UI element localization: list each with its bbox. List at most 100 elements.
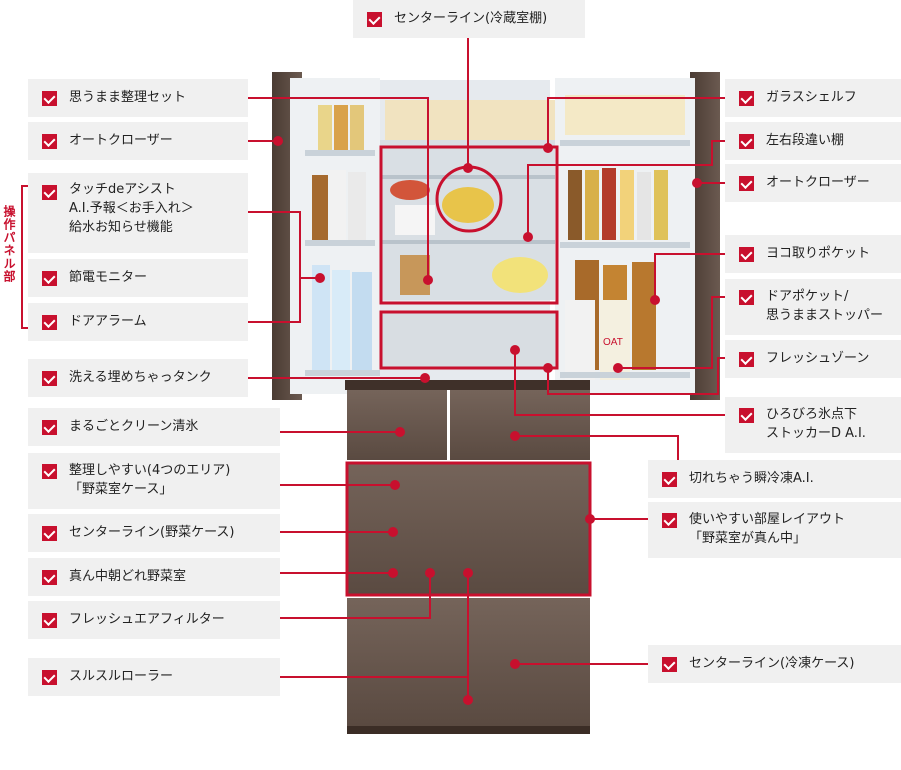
easy-sort-line-2: 「野菜室ケース」 [69, 482, 173, 497]
check-box-icon [662, 656, 677, 672]
room-layout-line-1: 使いやすい部屋レイアウト [689, 512, 846, 528]
right-pocket-3 [560, 372, 690, 378]
check-box-icon [739, 133, 754, 149]
door-pocket-line-2: 思うままストッパー [766, 308, 884, 323]
check-box-icon [42, 525, 57, 541]
label-text: フレッシュエアフィルター [69, 611, 225, 627]
check-box-icon [42, 669, 57, 685]
label-omoumama-set[interactable]: 思うまま整理セット [28, 79, 248, 117]
easy-sort-line-1: 整理しやすい(4つのエリア) [69, 463, 231, 479]
label-side-pocket[interactable]: ヨコ取りポケット [725, 235, 901, 273]
label-text: オートクローザー [69, 132, 173, 148]
label-text: 左右段違い棚 [766, 132, 845, 148]
left-door-items [312, 105, 372, 370]
label-text: ドアアラーム [69, 313, 147, 329]
label-text: センターライン(野菜ケース) [69, 524, 235, 540]
label-text: センターライン(冷凍ケース) [689, 655, 855, 671]
label-text: 節電モニター [69, 269, 148, 285]
check-box-icon [739, 90, 754, 106]
label-door-pocket[interactable]: ドアポケット/ 思うままストッパー [725, 279, 901, 335]
label-auto-closer-left[interactable]: オートクローザー [28, 122, 248, 160]
label-text: タッチdeアシスト A.I.予報＜お手入れ＞ 給水お知らせ機能 [69, 181, 194, 238]
label-fresh-air-filter[interactable]: フレッシュエアフィルター [28, 601, 280, 639]
leader-dots [273, 136, 702, 705]
label-quick-freeze[interactable]: 切れちゃう瞬冷凍A.I. [648, 460, 901, 498]
label-glass-shelf[interactable]: ガラスシェルフ [725, 79, 901, 117]
fridge-base-trim [345, 380, 590, 390]
label-text: 真ん中朝どれ野菜室 [69, 568, 187, 584]
label-center-line-veg[interactable]: センターライン(野菜ケース) [28, 514, 280, 552]
left-pocket-2 [305, 240, 375, 246]
label-center-line-freezer[interactable]: センターライン(冷凍ケース) [648, 645, 901, 683]
label-text: 切れちゃう瞬冷凍A.I. [689, 470, 814, 486]
check-box-icon [42, 90, 57, 106]
check-box-icon [739, 351, 754, 367]
room-layout-line-2: 「野菜室が真ん中」 [689, 531, 807, 546]
shelf-items [390, 180, 548, 295]
label-fresh-zone[interactable]: フレッシュゾーン [725, 340, 901, 378]
label-middle-veg[interactable]: 真ん中朝どれ野菜室 [28, 558, 280, 596]
quick-freeze-drawer [450, 390, 590, 460]
label-lr-shelf[interactable]: 左右段違い棚 [725, 122, 901, 160]
label-hiro-stocker[interactable]: ひろびろ氷点下 ストッカーD A.I. [725, 397, 901, 453]
label-auto-closer-right[interactable]: オートクローザー [725, 164, 901, 202]
check-box-icon [739, 175, 754, 191]
label-text: ヨコ取りポケット [766, 245, 871, 261]
label-text: ドアポケット/ 思うままストッパー [766, 288, 883, 326]
touch-assist-line-3: 給水お知らせ機能 [69, 219, 173, 235]
check-box-icon [42, 612, 57, 628]
left-pocket-3 [305, 370, 380, 376]
hiro-stocker-line-1: ひろびろ氷点下 [766, 407, 858, 423]
label-door-alarm[interactable]: ドアアラーム [28, 303, 248, 341]
left-pocket-1 [305, 150, 375, 156]
check-box-icon [42, 419, 57, 435]
check-box-icon [367, 11, 382, 27]
check-box-icon [739, 408, 754, 423]
check-box-icon [739, 246, 754, 262]
label-text: ガラスシェルフ [766, 89, 857, 105]
label-text: 思うまま整理セット [69, 89, 187, 105]
label-text: ひろびろ氷点下 ストッカーD A.I. [766, 406, 866, 444]
label-center-line-fridge[interactable]: センターライン(冷蔵室棚) [353, 0, 585, 38]
label-washable-tank[interactable]: 洗える埋めちゃっタンク [28, 359, 248, 397]
top-shelf-items [385, 100, 555, 140]
label-clean-ice[interactable]: まるごとクリーン清氷 [28, 408, 280, 446]
check-box-icon [662, 513, 677, 528]
panel-group-label: 操作パネル部 [2, 205, 16, 283]
touch-assist-line-2: A.I.予報＜お手入れ＞ [69, 200, 194, 216]
label-text: フレッシュゾーン [766, 350, 870, 366]
right-pocket-1 [560, 140, 690, 146]
label-slide-roller[interactable]: スルスルローラー [28, 658, 280, 696]
check-box-icon [662, 471, 677, 487]
fridge-feet [347, 726, 590, 734]
bottle-label-text: OAT [603, 337, 623, 348]
label-text: 整理しやすい(4つのエリア) 「野菜室ケース」 [69, 462, 230, 500]
label-text: センターライン(冷蔵室棚) [394, 10, 548, 26]
label-touch-assist[interactable]: タッチdeアシスト A.I.予報＜お手入れ＞ 給水お知らせ機能 [28, 173, 248, 253]
label-easy-sort[interactable]: 整理しやすい(4つのエリア) 「野菜室ケース」 [28, 453, 280, 509]
check-box-icon [42, 270, 57, 286]
check-box-icon [42, 314, 57, 330]
check-box-icon [42, 370, 57, 386]
label-text: 洗える埋めちゃっタンク [69, 369, 212, 385]
highlight-fresh-zone [379, 310, 559, 370]
label-text: 使いやすい部屋レイアウト 「野菜室が真ん中」 [689, 511, 845, 549]
right-pocket-2 [560, 242, 690, 248]
touch-assist-line-1: タッチdeアシスト [69, 182, 176, 197]
door-pocket-line-1: ドアポケット/ [766, 289, 849, 305]
label-text: スルスルローラー [69, 668, 174, 684]
check-box-icon [42, 464, 57, 479]
label-room-layout[interactable]: 使いやすい部屋レイアウト 「野菜室が真ん中」 [648, 502, 901, 558]
label-text: まるごとクリーン清氷 [69, 418, 199, 434]
check-box-icon [42, 185, 57, 200]
label-power-monitor[interactable]: 節電モニター [28, 259, 248, 297]
right-door-items: OAT [565, 95, 685, 380]
hiro-stocker-line-2: ストッカーD A.I. [766, 426, 866, 441]
label-text: オートクローザー [766, 174, 870, 190]
check-box-icon [42, 569, 57, 585]
shelf-2 [380, 240, 555, 244]
panel-group-bracket [21, 185, 28, 329]
check-box-icon [42, 133, 57, 149]
